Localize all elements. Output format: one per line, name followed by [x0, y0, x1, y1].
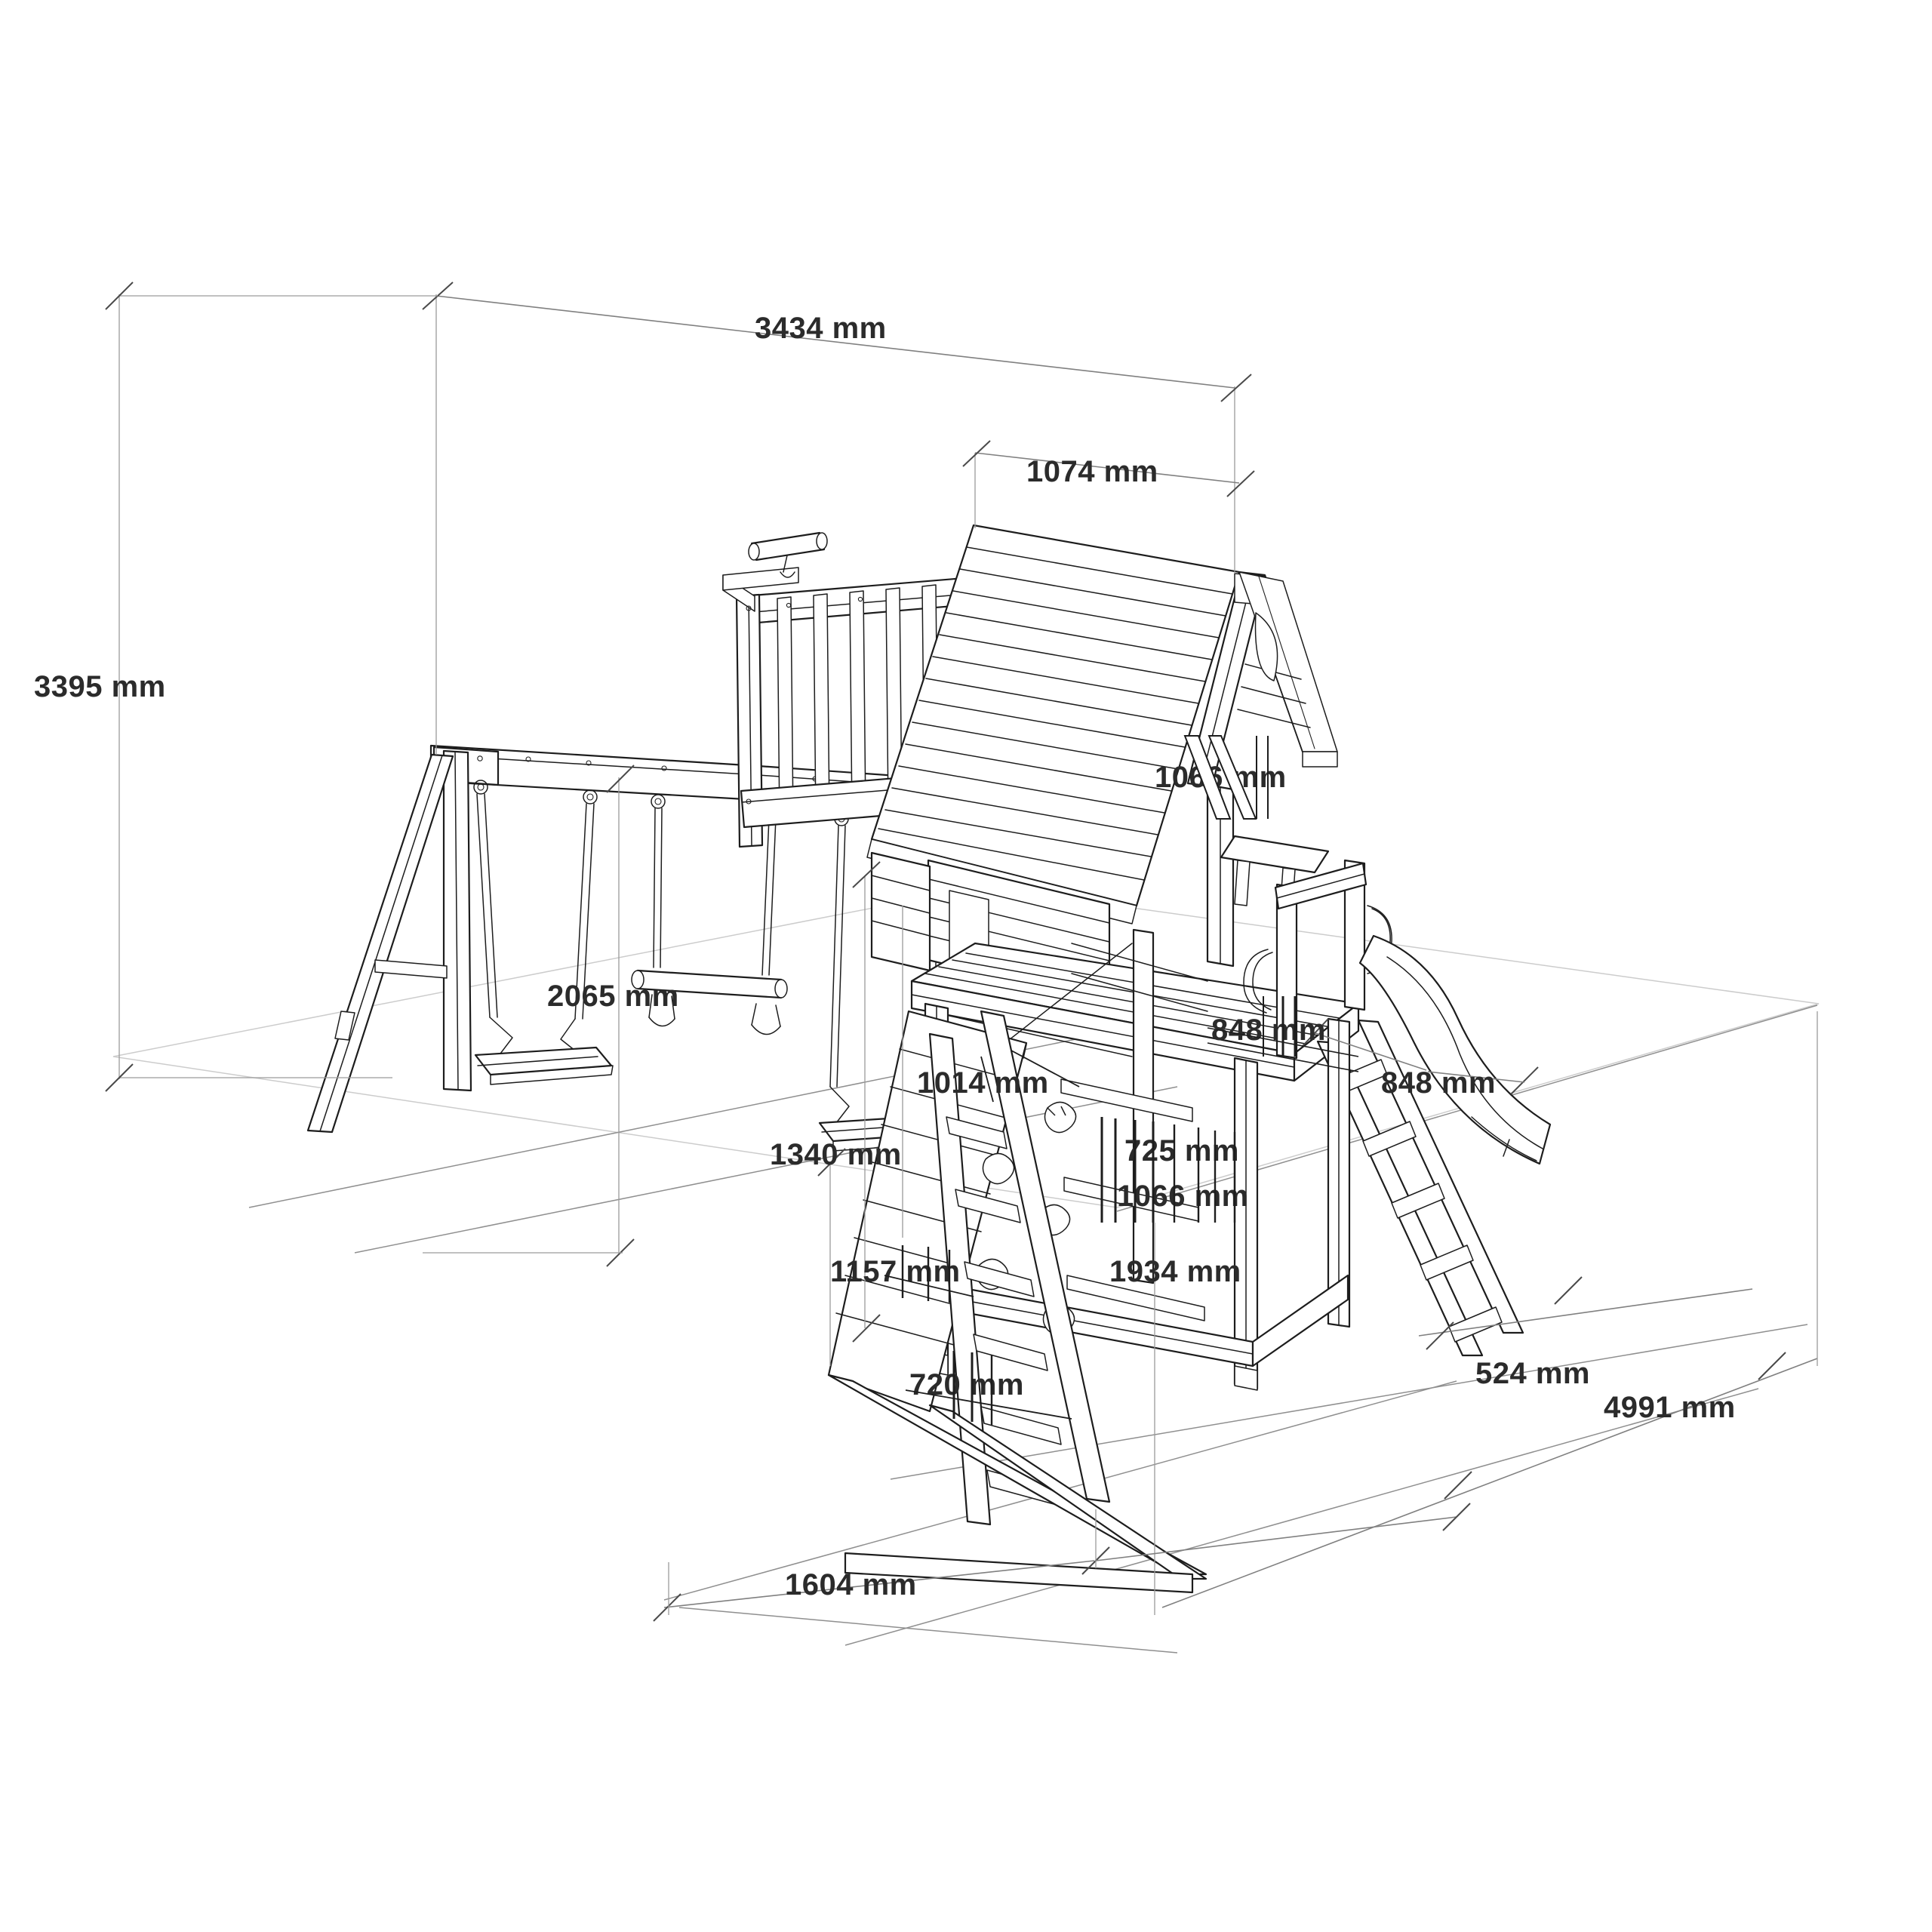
dimension-label-rail-height: 725 mm — [1124, 1134, 1239, 1168]
dimension-label-slide-landing-offset: 848 mm — [1381, 1066, 1496, 1100]
dimension-label-deck-dimension: 1066 mm — [1117, 1180, 1249, 1213]
dimension-label-roof-height: 1066 mm — [1155, 761, 1287, 794]
dimension-label-climb-base-width: 1604 mm — [785, 1568, 917, 1601]
dimension-label-overall-height: 3395 mm — [34, 670, 166, 703]
telescope — [748, 531, 828, 578]
dimension-label-swing-clearance: 1340 mm — [770, 1138, 902, 1171]
dimension-label-overall-length: 4991 mm — [1604, 1391, 1736, 1424]
dimension-label-swing-beam-height: 2065 mm — [547, 980, 679, 1013]
climbing-wall — [827, 1010, 1208, 1594]
dimension-label-ladder-offset: 524 mm — [1475, 1357, 1590, 1390]
ground-plane — [112, 886, 1820, 1654]
dimension-label-base-offset: 720 mm — [909, 1368, 1024, 1401]
trapeze-bar — [631, 794, 788, 1035]
slide — [1358, 934, 1552, 1165]
dimension-lines — [105, 281, 1818, 1622]
dimension-label-overall-width: 3434 mm — [755, 312, 887, 345]
dimension-label-roof-width: 1074 mm — [1026, 455, 1158, 488]
dimension-label-climbing-wall-height: 1157 mm — [830, 1255, 961, 1288]
dimension-label-platform-height: 1014 mm — [917, 1066, 1049, 1100]
tower-interior-rails — [1060, 943, 1208, 1321]
dimension-label-platform-depth: 848 mm — [1211, 1014, 1326, 1047]
dimension-label-tower-width: 1934 mm — [1109, 1255, 1241, 1288]
swing-seat — [473, 780, 614, 1085]
ladder — [1316, 1019, 1524, 1357]
